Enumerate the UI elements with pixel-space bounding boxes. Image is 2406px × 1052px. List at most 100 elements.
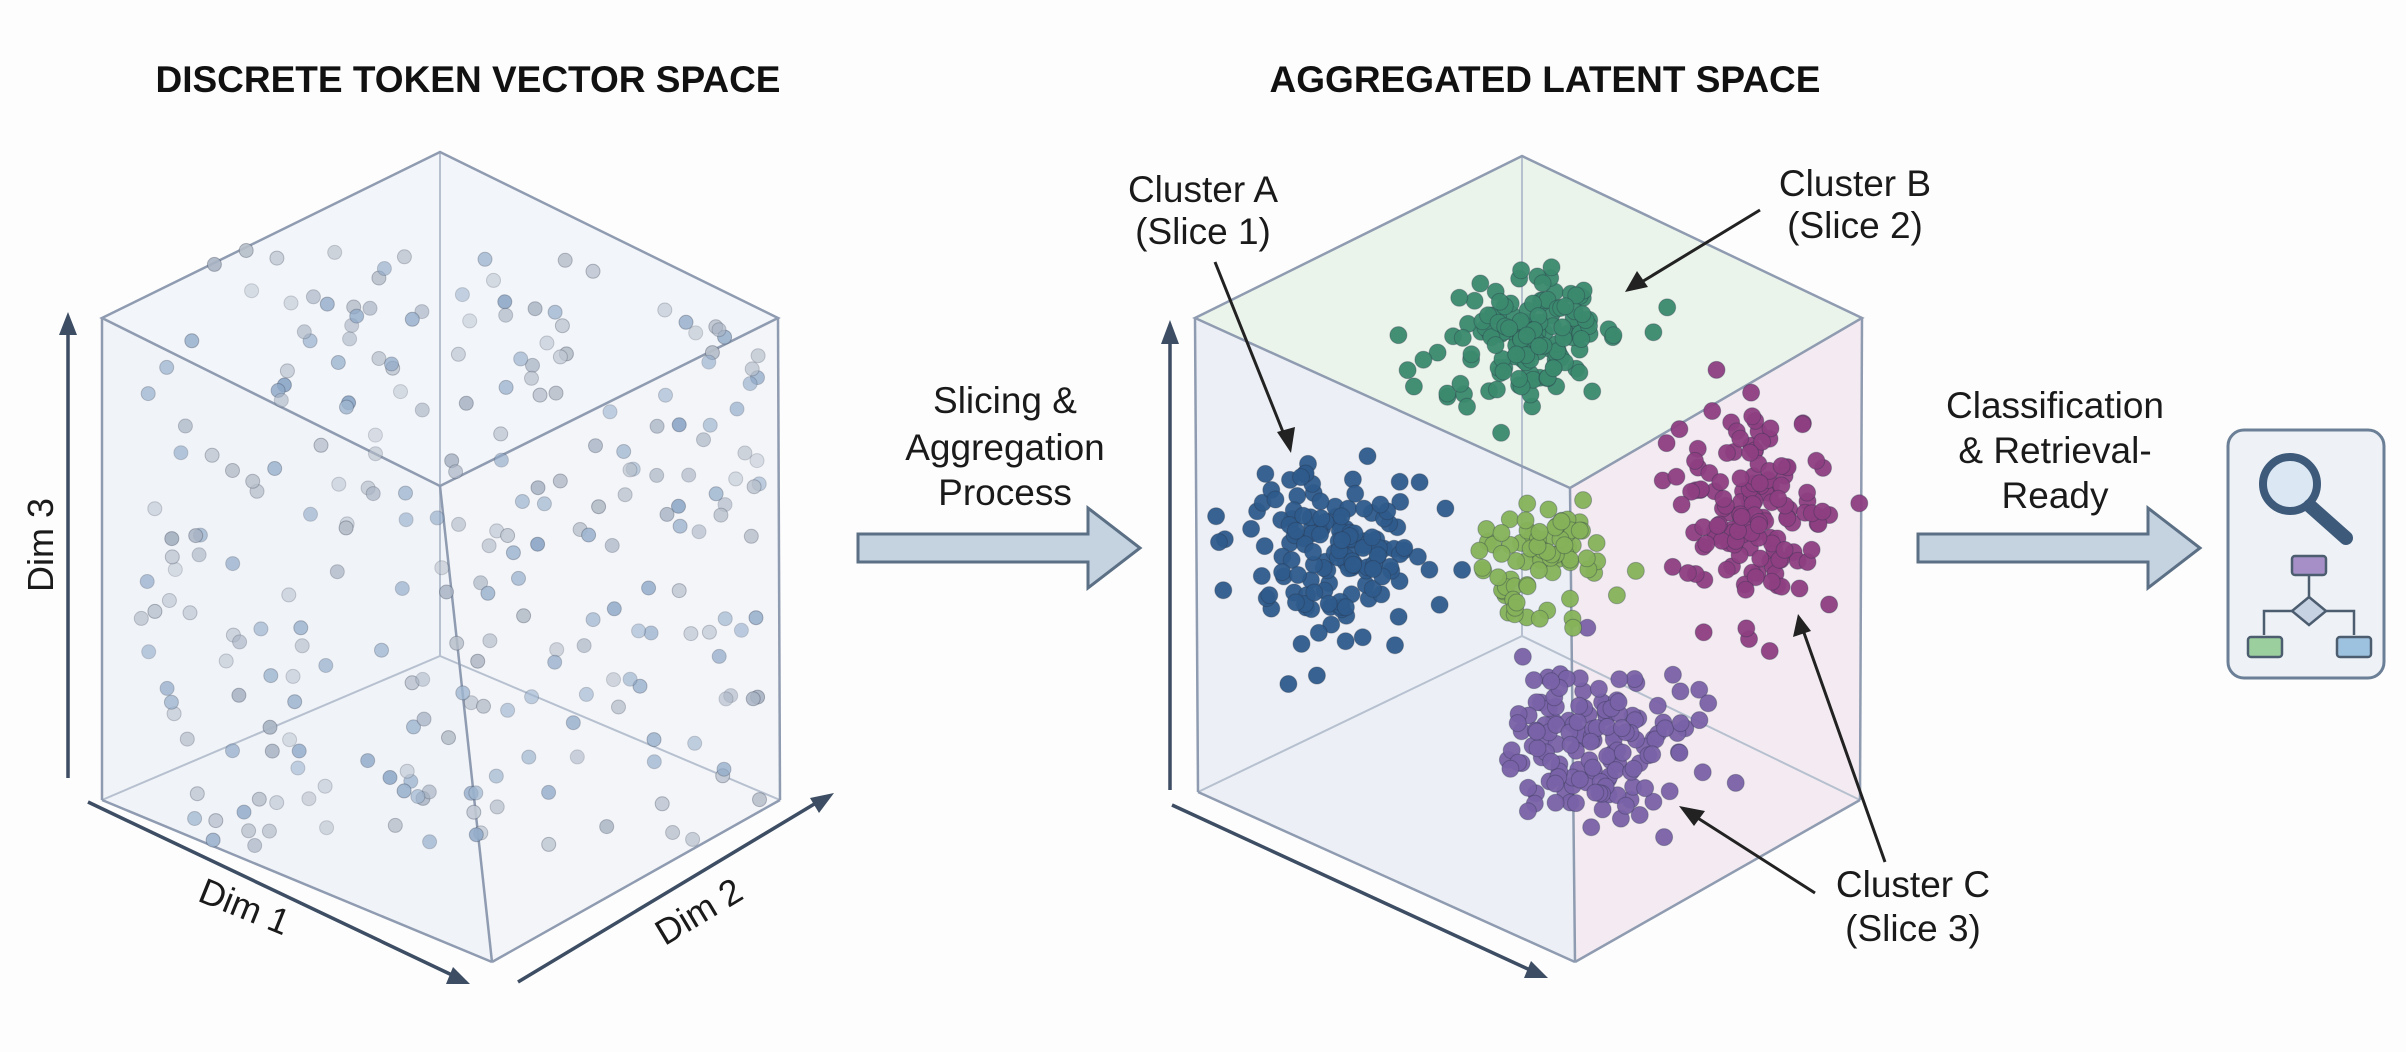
token-point [301,791,317,807]
token-point [473,575,489,591]
token-point [671,583,687,599]
token-point [455,685,471,701]
token-point [604,538,620,553]
cluster-c-point [1561,735,1580,754]
cluster-green-point [1555,536,1574,555]
token-point [396,249,412,265]
token-point [497,294,513,310]
cluster-a-point [1391,492,1410,511]
token-point [422,834,438,850]
token-point [671,498,686,514]
token-point [429,510,445,526]
token-point [702,417,718,433]
token-point [387,817,403,833]
token-point [616,444,632,459]
token-point [549,642,565,658]
cluster-green-point [1561,589,1579,608]
token-point [547,304,563,320]
token-point [524,370,539,386]
cluster-magenta-point [1686,451,1704,470]
token-point [163,694,179,710]
cluster-b-point [1542,258,1561,277]
token-point [349,308,365,324]
cluster-a-point [1210,533,1228,552]
token-point [649,418,665,434]
token-point [140,386,156,402]
cluster-b-point [1453,328,1472,347]
cluster-magenta-point [1761,419,1780,438]
cluster-b-point [1572,330,1591,348]
cluster-magenta-point [1717,444,1736,462]
cluster-c-point [1616,796,1635,815]
cluster-a-point [1309,623,1328,642]
cluster-magenta-point [1807,451,1826,470]
token-point [225,743,240,759]
token-point [204,447,220,463]
token-point [658,387,673,403]
cluster-magenta-point [1762,572,1781,591]
cluster-green-point [1607,586,1626,605]
cluster-green-point [1530,609,1549,628]
cluster-green-point [1477,520,1496,538]
cluster-green-point [1539,500,1558,519]
cluster-b-point [1604,326,1623,345]
dim3-label: Dim 3 [20,498,61,592]
cluster-a-point [1332,507,1351,526]
token-point [384,356,399,372]
cluster-green-point [1516,511,1535,530]
token-point [167,562,183,577]
search-icon [2259,453,2353,545]
token-point [283,295,299,311]
cluster-c-point [1726,773,1745,792]
cluster-magenta-point [1707,360,1726,379]
token-point [218,653,234,669]
cluster-a-point [1344,555,1363,574]
token-point [527,301,543,317]
token-point [530,536,546,552]
token-point [468,827,484,843]
token-point [701,354,717,370]
cluster-c-point [1690,711,1709,730]
token-point [500,528,516,543]
left-panel-title: DISCRETE TOKEN VECTOR SPACE [156,59,781,100]
token-point [317,778,333,794]
token-point [305,289,321,305]
cluster-b-point [1570,363,1589,382]
cluster-b-point [1556,297,1575,316]
token-point [514,494,530,509]
right-axes [1161,320,1548,978]
cluster-magenta-point [1798,483,1817,502]
cluster-c-point [1648,696,1667,715]
cluster-green-point [1564,618,1583,637]
token-point [294,638,310,654]
cluster-a-point [1322,615,1341,634]
cluster-magenta-point [1793,415,1812,434]
token-point [643,625,659,641]
token-point [262,719,278,735]
cluster-a-slice: (Slice 1) [1135,211,1271,252]
token-point [365,486,381,502]
token-point [251,791,267,807]
token-point [641,580,657,596]
token-point [486,272,501,288]
token-point [241,823,257,839]
cluster-green-point [1530,522,1549,541]
token-point [231,687,247,703]
cluster-magenta-point [1678,564,1697,582]
token-point [552,473,568,489]
cluster-green-point [1507,552,1526,570]
token-point [454,287,470,303]
token-point [750,348,766,364]
token-point [398,485,413,501]
cluster-magenta-point [1750,474,1769,493]
token-point [585,612,601,628]
token-point [576,638,592,654]
token-point [713,507,729,523]
cluster-c-point [1643,745,1662,764]
cluster-magenta-point [1753,432,1772,451]
cluster-b-point [1458,397,1476,416]
cluster-a-point [1311,525,1330,544]
cluster-green-point [1570,521,1589,540]
cluster-c-point [1699,694,1718,713]
cluster-a-point [1395,538,1414,557]
